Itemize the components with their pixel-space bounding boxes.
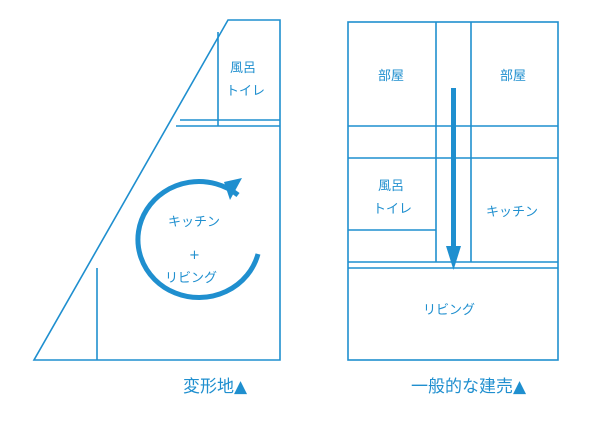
right-bath-toilet-label-2: トイレ [373, 202, 412, 217]
right-room-left-label: 部屋 [378, 69, 404, 84]
straight-arrow-shaft [451, 88, 456, 252]
left-living-label: リビング [165, 271, 217, 286]
right-kitchen-label: キッチン [486, 205, 538, 220]
straight-arrow-head [446, 246, 461, 270]
typical-house-caption: 一般的な建売▲ [411, 377, 527, 397]
right-room-right-label: 部屋 [500, 69, 526, 84]
left-bath-toilet-label-1: 風呂 [230, 61, 256, 76]
left-kitchen-label: キッチン [168, 215, 220, 230]
irregular-lot-outline [32, 19, 281, 361]
circulation-arrowhead [224, 178, 242, 200]
left-plus-label: + [189, 248, 200, 263]
typical-house-outline [347, 21, 559, 361]
right-living-label: リビング [423, 303, 475, 318]
irregular-lot-caption: 変形地▲ [183, 377, 248, 397]
circulation-arrow [135, 178, 261, 300]
left-bath-toilet-label-2: トイレ [226, 84, 265, 99]
straight-flow-arrow [446, 88, 461, 270]
circulation-arc [135, 179, 261, 300]
irregular-lot-plan [32, 19, 281, 361]
right-bath-toilet-label-1: 風呂 [378, 179, 404, 194]
